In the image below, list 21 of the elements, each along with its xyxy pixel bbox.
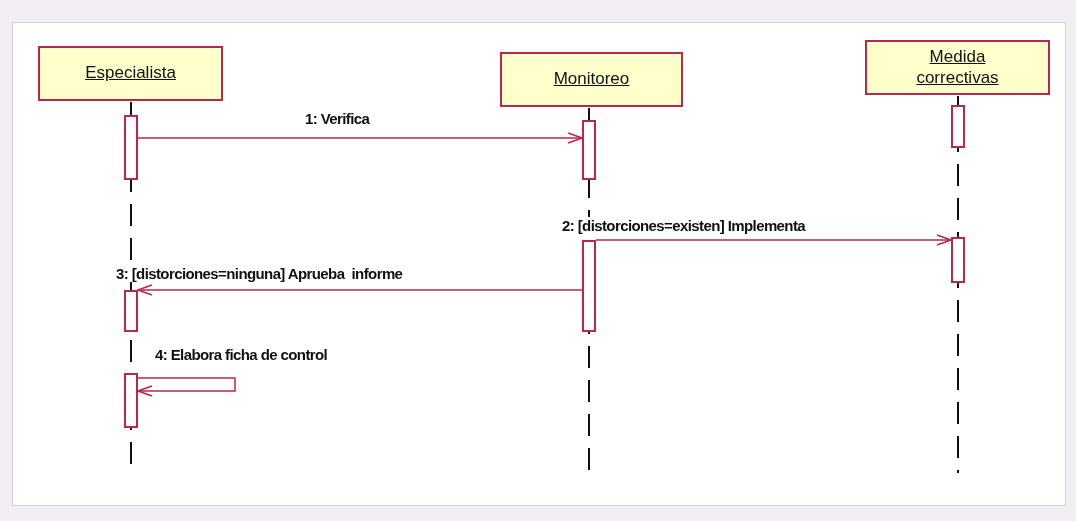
activation-bar — [951, 105, 965, 148]
activation-bar — [124, 290, 138, 332]
message-arrow — [137, 377, 236, 397]
message-label: 2: [distorciones=existen] Implementa — [562, 217, 806, 234]
actor-name: Monitoreo — [553, 69, 630, 90]
message-arrow — [595, 234, 952, 246]
message-label: 3: [distorciones=ninguna] Aprueba informe — [116, 265, 403, 282]
message-label: 1: Verifica — [305, 110, 370, 127]
message-arrow — [137, 132, 583, 144]
activation-bar — [124, 115, 138, 180]
message-arrow — [137, 284, 583, 296]
actor-name: Especialista — [85, 63, 176, 84]
actor-name: Medida correctivas — [915, 47, 1000, 88]
activation-bar — [951, 237, 965, 283]
activation-bar — [582, 240, 596, 332]
message-label: 4: Elabora ficha de control — [155, 346, 328, 363]
activation-bar — [582, 120, 596, 180]
activation-bar — [124, 373, 138, 428]
lifeline-head — [500, 52, 683, 107]
lifeline-head — [865, 40, 1050, 95]
lifeline-head — [38, 46, 223, 101]
